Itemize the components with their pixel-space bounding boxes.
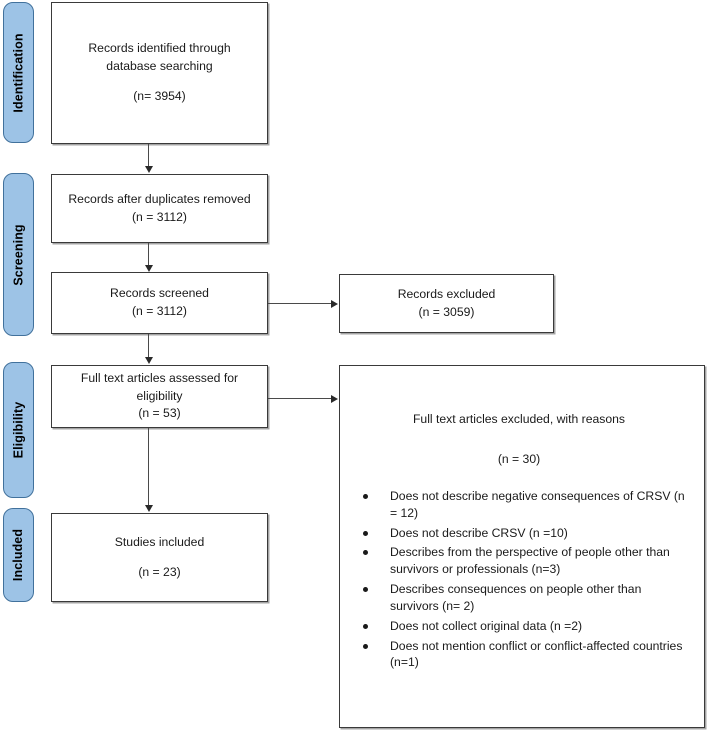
stage-pill-included: Included bbox=[3, 508, 34, 602]
text-spacer bbox=[88, 76, 230, 88]
connector-fulltext-to-reasons bbox=[268, 398, 331, 400]
stage-pill-identification: Identification bbox=[3, 2, 34, 143]
duplicates-removed-line1: Records after duplicates removed bbox=[68, 191, 251, 206]
box-fulltext-excluded-reasons: Full text articles excluded, with reason… bbox=[339, 365, 705, 728]
fulltext-excluded-count: (n = 30) bbox=[497, 452, 541, 466]
fulltext-excluded-title: Full text articles excluded, with reason… bbox=[412, 412, 626, 426]
arrowhead-duplicates-to-screened bbox=[144, 265, 153, 272]
exclusion-reason-item: Does not describe CRSV (n =10) bbox=[340, 525, 686, 542]
records-excluded-line1: Records excluded bbox=[397, 286, 496, 301]
stage-label-screening: Screening bbox=[11, 223, 26, 286]
box-fulltext-assessed: Full text articles assessed for eligibil… bbox=[51, 365, 268, 428]
connector-duplicates-to-screened bbox=[148, 243, 150, 267]
records-identified-count: (n= 3954) bbox=[133, 88, 186, 103]
arrowhead-screened-to-excluded bbox=[331, 299, 338, 308]
exclusion-reasons-list: Does not describe negative consequences … bbox=[340, 488, 698, 671]
exclusion-reason-item: Does not mention conflict or conflict-af… bbox=[340, 638, 686, 672]
exclusion-reason-item: Describes consequences on people other t… bbox=[340, 581, 686, 615]
arrowhead-screened-to-fulltext bbox=[144, 357, 153, 364]
records-identified-line2: database searching bbox=[106, 59, 213, 74]
box-duplicates-removed: Records after duplicates removed (n = 31… bbox=[51, 174, 268, 243]
records-excluded-count: (n = 3059) bbox=[418, 304, 475, 319]
fulltext-assessed-count: (n = 53) bbox=[138, 406, 181, 421]
exclusion-reason-item: Does not collect original data (n =2) bbox=[340, 618, 686, 635]
stage-pill-screening: Screening bbox=[3, 173, 34, 336]
studies-included-count: (n = 23) bbox=[138, 564, 181, 579]
exclusion-reason-item: Describes from the perspective of people… bbox=[340, 544, 686, 578]
records-screened-line1: Records screened bbox=[110, 286, 209, 301]
arrowhead-fulltext-to-reasons bbox=[331, 394, 338, 403]
arrowhead-fulltext-to-included bbox=[144, 505, 153, 512]
studies-included-line1: Studies included bbox=[114, 534, 205, 549]
stage-pill-eligibility: Eligibility bbox=[3, 362, 34, 498]
exclusion-reason-item: Does not describe negative consequences … bbox=[340, 488, 686, 522]
duplicates-removed-count: (n = 3112) bbox=[131, 209, 187, 224]
stage-label-eligibility: Eligibility bbox=[11, 401, 26, 459]
box-studies-included: Studies included (n = 23) bbox=[51, 513, 268, 602]
arrowhead-identified-to-duplicates bbox=[144, 166, 153, 173]
stage-label-identification: Identification bbox=[11, 32, 26, 113]
connector-screened-to-excluded bbox=[268, 303, 331, 305]
records-screened-count: (n = 3112) bbox=[132, 304, 187, 318]
box-records-screened: Records screened (n = 3112) bbox=[51, 272, 268, 334]
connector-identified-to-duplicates bbox=[148, 144, 150, 168]
stage-label-included: Included bbox=[11, 528, 26, 582]
fulltext-assessed-line1: Full text articles assessed for bbox=[80, 370, 239, 385]
box-records-excluded: Records excluded (n = 3059) bbox=[339, 274, 554, 333]
connector-fulltext-to-included bbox=[148, 428, 150, 508]
fulltext-assessed-line2: eligibility bbox=[136, 388, 183, 403]
text-spacer bbox=[115, 552, 204, 564]
connector-screened-to-fulltext bbox=[148, 334, 150, 359]
records-identified-line1: Records identified through bbox=[88, 41, 231, 56]
box-records-identified: Records identified through database sear… bbox=[51, 2, 268, 144]
